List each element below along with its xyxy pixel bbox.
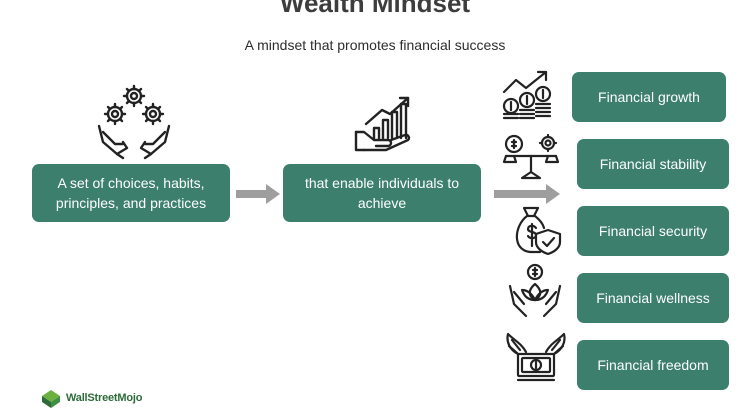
balance-scale-icon bbox=[502, 134, 560, 180]
brand-logo: WallStreetMojo bbox=[40, 388, 142, 408]
gears-in-hands-icon bbox=[93, 82, 175, 162]
growth-coins-chart-icon bbox=[500, 70, 554, 122]
outcome-box-freedom: Financial freedom bbox=[577, 340, 729, 390]
step-box-choices-text: A set of choices, habits, principles, an… bbox=[55, 175, 207, 211]
outcome-label-wellness: Financial wellness bbox=[596, 290, 710, 306]
outcome-box-wellness: Financial wellness bbox=[577, 273, 729, 323]
step-box-enable: that enable individuals to achieve bbox=[283, 164, 481, 222]
brand-mark-icon bbox=[42, 390, 60, 408]
page-title: Wealth Mindset bbox=[279, 0, 471, 18]
outcome-box-security: Financial security bbox=[577, 206, 729, 256]
outcome-label-growth: Financial growth bbox=[598, 89, 700, 105]
outcome-label-freedom: Financial freedom bbox=[597, 357, 709, 373]
step-box-enable-text: that enable individuals to achieve bbox=[304, 175, 460, 211]
arrow-right-1 bbox=[236, 184, 280, 209]
outcome-label-security: Financial security bbox=[598, 223, 708, 239]
money-bag-shield-icon bbox=[510, 206, 562, 256]
arrow-right-2 bbox=[494, 184, 560, 209]
outcome-label-stability: Financial stability bbox=[599, 156, 707, 172]
outcome-box-stability: Financial stability bbox=[577, 139, 729, 189]
hands-lotus-dollar-icon bbox=[506, 262, 564, 320]
step-box-choices: A set of choices, habits, principles, an… bbox=[32, 164, 230, 222]
hand-growth-chart-icon bbox=[354, 94, 420, 156]
brand-name: WallStreetMojo bbox=[66, 392, 143, 404]
winged-banknote-icon bbox=[504, 332, 568, 384]
page-subtitle: A mindset that promotes financial succes… bbox=[244, 37, 506, 53]
outcome-box-growth: Financial growth bbox=[572, 72, 726, 122]
